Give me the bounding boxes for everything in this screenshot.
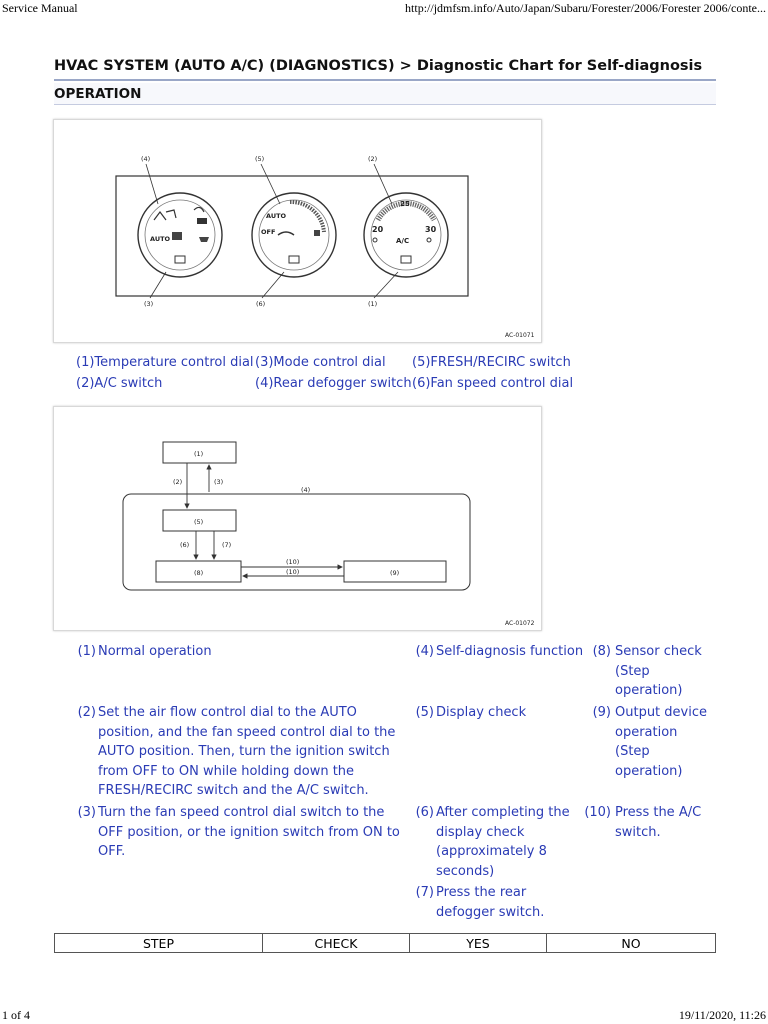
legend-item: (10) Press the A/C switch. <box>584 805 702 840</box>
page-count: 1 of 4 <box>2 1008 30 1022</box>
flow-diagram-figure: (1) (4) (5) (8) (9) (2) (3) (6) (7) (10)… <box>53 406 542 631</box>
box-1-label: (1) <box>194 450 203 458</box>
section-heading: OPERATION <box>54 83 716 105</box>
arrow-7-label: (7) <box>222 541 231 549</box>
temp-30-label: 30 <box>425 225 437 234</box>
title-divider <box>54 79 716 81</box>
legend-item: (6) After completing the display check (… <box>415 805 570 879</box>
callout-2: (2) <box>368 155 377 163</box>
callout-1: (1) <box>368 300 377 308</box>
box-8-label: (8) <box>194 569 203 577</box>
legend-item: (5)FRESH/RECIRC switch <box>412 355 571 370</box>
arrow-6-label: (6) <box>180 541 189 549</box>
browser-header-url: http://jdmfsm.info/Auto/Japan/Subaru/For… <box>405 1 766 15</box>
col-step: STEP <box>54 933 263 953</box>
legend-item: (1)Temperature control dial <box>76 355 254 370</box>
callout-5: (5) <box>255 155 264 163</box>
arrow-2-label: (2) <box>173 478 182 486</box>
browser-header-title: Service Manual <box>2 1 78 15</box>
callout-4: (4) <box>141 155 150 163</box>
page-title: HVAC SYSTEM (AUTO A/C) (DIAGNOSTICS) > D… <box>54 58 703 74</box>
region-4-label: (4) <box>301 486 310 494</box>
callout-6: (6) <box>256 300 265 308</box>
dial-off-label: OFF <box>261 228 275 236</box>
figure-code: AC-01072 <box>505 620 535 627</box>
ac-switch-label: A/C <box>396 237 409 245</box>
control-panel-drawing: AUTO AUTO OFF 25 20 30 A/C (4) (5) (2) (… <box>115 155 535 339</box>
legend-item: (4)Rear defogger switch <box>255 376 412 391</box>
print-timestamp: 19/11/2020, 11:26 <box>678 1008 766 1022</box>
table-header-row: STEP CHECK YES NO <box>54 933 716 953</box>
legend-item: (3) Turn the fan speed control dial swit… <box>77 805 400 859</box>
legend-item: (7) Press the rear defogger switch. <box>415 885 545 920</box>
legend-item: (5) Display check <box>415 705 527 720</box>
col-no: NO <box>546 933 716 953</box>
callout-3: (3) <box>144 300 153 308</box>
dial-auto-label-2: AUTO <box>266 212 287 220</box>
figure-code: AC-01071 <box>505 332 535 339</box>
legend-item: (3)Mode control dial <box>255 355 386 370</box>
steps-table: STEP CHECK YES NO <box>54 933 716 953</box>
col-check: CHECK <box>262 933 410 953</box>
box-5-label: (5) <box>194 518 203 526</box>
legend-item: (2)A/C switch <box>76 376 163 391</box>
figure1-legend: (1)Temperature control dial (3)Mode cont… <box>76 353 596 393</box>
box-9-label: (9) <box>390 569 399 577</box>
legend-item: (9) Output device operation (Step operat… <box>592 705 707 779</box>
legend-item: (6)Fan speed control dial <box>412 376 574 391</box>
temp-25-label: 25 <box>400 200 410 208</box>
arrow-10b-label: (10) <box>286 568 299 576</box>
arrow-10a-label: (10) <box>286 558 299 566</box>
legend-item: (1) Normal operation <box>77 644 212 659</box>
col-yes: YES <box>409 933 547 953</box>
control-panel-figure: AUTO AUTO OFF 25 20 30 A/C (4) (5) (2) (… <box>53 119 542 343</box>
legend-item: (4) Self-diagnosis function <box>415 644 584 659</box>
legend-item: (8) Sensor check (Step operation) <box>592 644 702 698</box>
legend-item: (2) Set the air flow control dial to the… <box>77 705 396 798</box>
temp-20-label: 20 <box>372 225 384 234</box>
arrow-3-label: (3) <box>214 478 223 486</box>
dial-auto-label: AUTO <box>150 235 171 243</box>
flow-diagram-drawing: (1) (4) (5) (8) (9) (2) (3) (6) (7) (10)… <box>122 441 535 627</box>
